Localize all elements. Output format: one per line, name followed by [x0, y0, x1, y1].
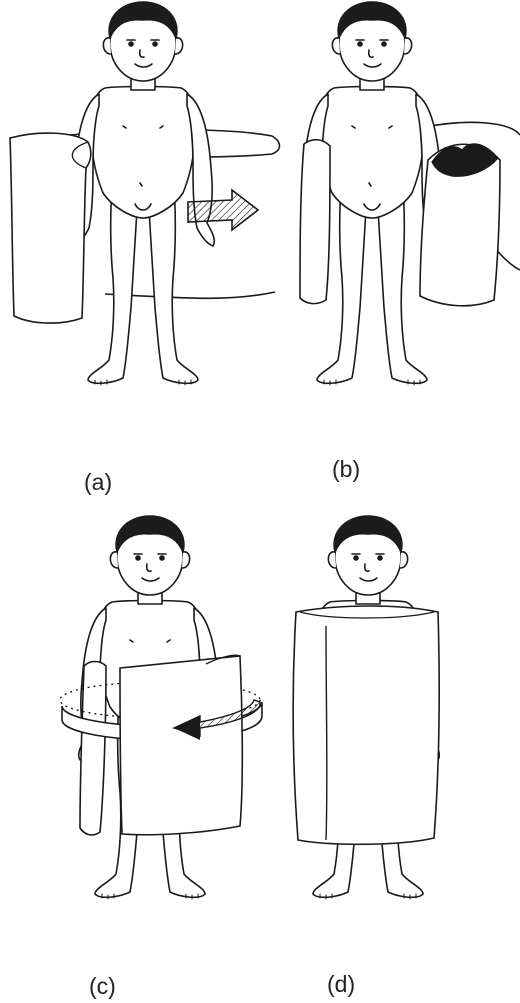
panel-label-d: (d): [327, 971, 355, 998]
blanket-roll-a: [10, 133, 91, 323]
arm-wrap-c: [80, 662, 106, 835]
panel-label-b: (b): [332, 456, 360, 483]
blanket-body-d: [293, 606, 439, 844]
blanket-fold-line-d: [326, 626, 327, 840]
blanket-body-c: [120, 656, 242, 835]
panel-c: [60, 516, 262, 899]
panel-b: [300, 2, 520, 385]
blanket-left-b: [300, 140, 330, 304]
panel-d: [293, 516, 439, 899]
panel-a: [10, 2, 280, 385]
panel-label-a: (a): [84, 469, 112, 496]
panel-label-c: (c): [89, 973, 116, 1000]
